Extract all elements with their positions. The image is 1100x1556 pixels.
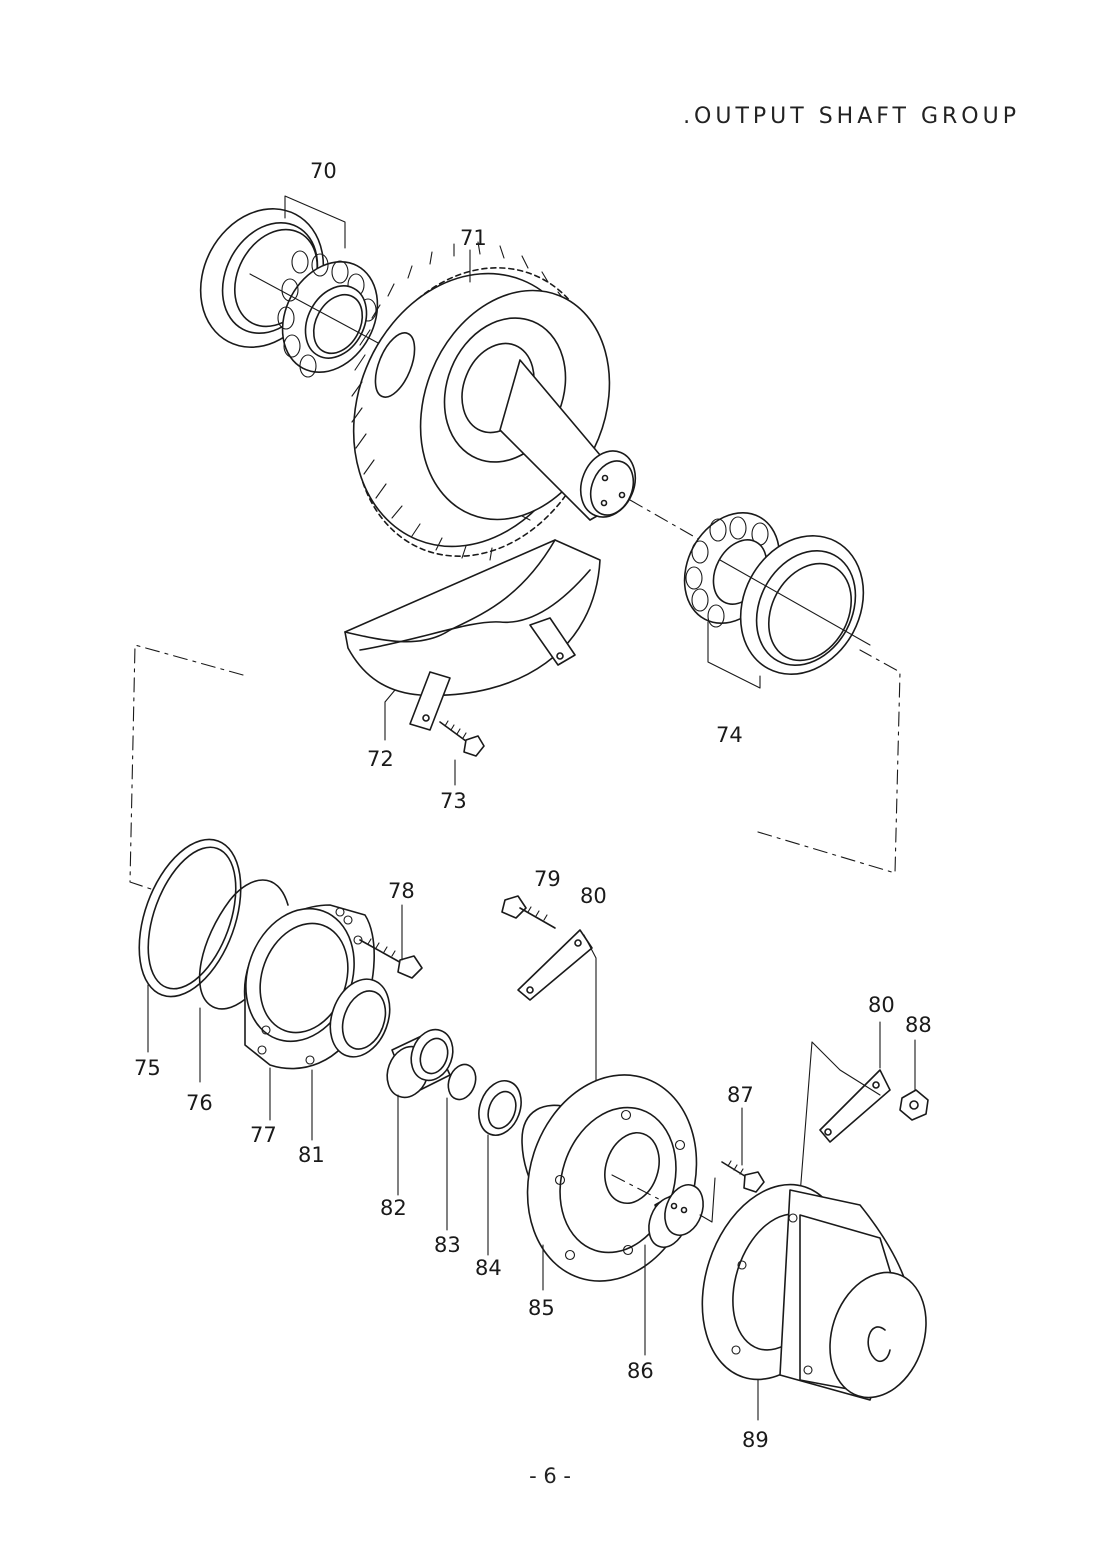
label-86: 86 xyxy=(627,1359,654,1383)
label-88: 88 xyxy=(905,1013,932,1037)
label-89: 89 xyxy=(742,1428,769,1452)
part-85-flange xyxy=(521,1074,698,1291)
label-80-upper: 80 xyxy=(580,884,607,908)
part-78-bolt xyxy=(359,904,423,979)
part-labels: 70 71 72 73 74 75 76 77 78 79 80 80 81 8… xyxy=(134,159,932,1452)
label-83: 83 xyxy=(434,1233,461,1257)
part-86-end-plate xyxy=(644,1177,716,1356)
part-79-bolt xyxy=(501,895,556,929)
label-82: 82 xyxy=(380,1196,407,1220)
label-70: 70 xyxy=(310,159,337,183)
page-title: .OUTPUT SHAFT GROUP xyxy=(683,104,1020,129)
part-84-washer xyxy=(478,1080,522,1256)
label-72: 72 xyxy=(367,747,394,771)
part-73-bolt xyxy=(439,720,485,786)
part-81-oil-seal xyxy=(311,978,391,1141)
label-79: 79 xyxy=(534,867,561,891)
alignment-lines xyxy=(129,644,901,893)
label-74: 74 xyxy=(716,723,743,747)
label-78: 78 xyxy=(388,879,415,903)
part-71-output-gear xyxy=(351,241,701,561)
part-72-gear-cover xyxy=(344,539,601,741)
part-88-nut xyxy=(899,1039,929,1121)
part-80-lock-plate-b xyxy=(799,1021,891,1196)
part-89-coupling xyxy=(701,1183,927,1421)
page-number: - 6 - xyxy=(529,1464,571,1488)
label-87: 87 xyxy=(727,1083,754,1107)
label-75: 75 xyxy=(134,1056,161,1080)
part-80-lock-plate-a xyxy=(517,929,597,1091)
label-84: 84 xyxy=(475,1256,502,1280)
label-77: 77 xyxy=(250,1123,277,1147)
label-85: 85 xyxy=(528,1296,555,1320)
part-82-collar xyxy=(386,1028,454,1196)
label-73: 73 xyxy=(440,789,467,813)
label-76: 76 xyxy=(186,1091,213,1115)
label-81: 81 xyxy=(298,1143,325,1167)
part-87-bolt xyxy=(721,1107,765,1193)
part-74-roller-bearing xyxy=(683,511,871,689)
part-70-roller-bearing xyxy=(199,195,381,378)
label-71: 71 xyxy=(460,226,487,250)
part-75-shim xyxy=(138,838,242,1053)
label-80-lower: 80 xyxy=(868,993,895,1017)
part-83-o-ring xyxy=(446,1063,477,1231)
